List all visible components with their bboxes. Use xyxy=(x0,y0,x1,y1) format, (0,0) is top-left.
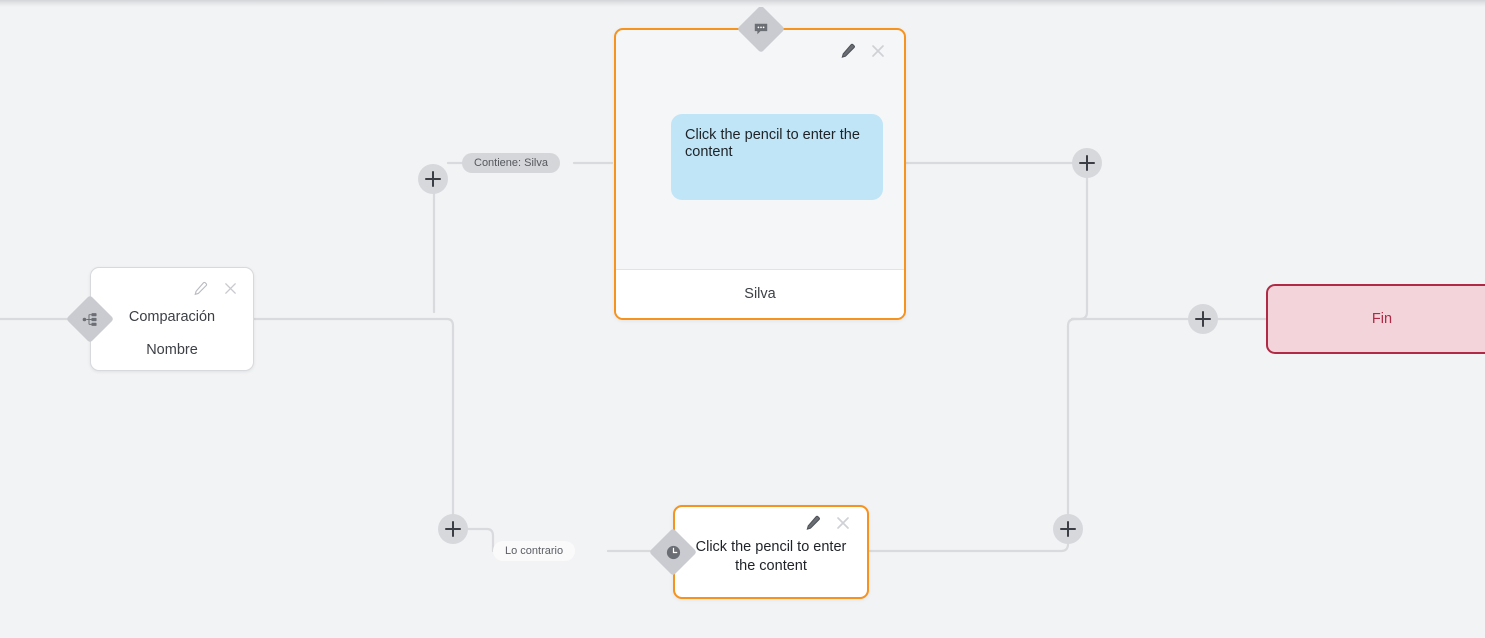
node-message-footer: Silva xyxy=(616,269,904,318)
node-comparison-title-line2: Nombre xyxy=(146,342,198,358)
edge-label-otherwise[interactable]: Lo contrario xyxy=(493,541,576,561)
node-message-tools[interactable] xyxy=(840,43,886,59)
edge-branch-down xyxy=(422,317,455,516)
chat-bubble-icon xyxy=(751,19,771,39)
sitemap-icon xyxy=(80,309,100,329)
node-message-handle[interactable] xyxy=(736,4,786,54)
add-node-before-end[interactable] xyxy=(1188,304,1218,334)
node-comparison[interactable]: Comparación Nombre xyxy=(90,267,254,371)
edge-plus-up-merge xyxy=(1066,317,1077,516)
node-delay-text: Click the pencil to enter the content xyxy=(695,539,847,574)
pencil-icon[interactable] xyxy=(840,43,856,59)
message-bubble[interactable]: Click the pencil to enter the content xyxy=(671,114,883,200)
node-comparison-tools[interactable] xyxy=(192,280,238,296)
pencil-icon[interactable] xyxy=(192,280,208,296)
node-delay[interactable]: Click the pencil to enter the content xyxy=(673,505,869,599)
add-node-bottom-right[interactable] xyxy=(1053,514,1083,544)
add-node-top-left[interactable] xyxy=(418,164,448,194)
close-icon[interactable] xyxy=(835,515,851,531)
node-delay-tools[interactable] xyxy=(805,515,851,531)
node-message-footer-label: Silva xyxy=(744,286,776,302)
close-icon[interactable] xyxy=(870,43,886,59)
pencil-icon[interactable] xyxy=(805,515,821,531)
edge-label-contains-text: Contiene: Silva xyxy=(474,157,548,169)
edge-plus-down-merge xyxy=(1070,176,1089,321)
edge-label-contains[interactable]: Contiene: Silva xyxy=(462,153,560,173)
node-message[interactable]: Click the pencil to enter the content Si… xyxy=(614,28,906,320)
node-end-label: Fin xyxy=(1371,311,1393,327)
add-node-top-right[interactable] xyxy=(1072,148,1102,178)
edge-label-otherwise-text: Lo contrario xyxy=(505,545,564,557)
toolbar-shadow xyxy=(0,0,1485,7)
node-delay-handle[interactable] xyxy=(648,527,698,577)
node-comparison-title-line1: Comparación xyxy=(128,309,216,325)
message-bubble-text: Click the pencil to enter the content xyxy=(685,127,860,160)
clock-icon xyxy=(663,542,683,562)
edge-bottom-to-label xyxy=(466,527,495,553)
edge-delay-to-plus xyxy=(868,542,1070,553)
close-icon[interactable] xyxy=(222,280,238,296)
node-end[interactable]: Fin xyxy=(1266,284,1485,354)
node-comparison-handle[interactable] xyxy=(65,294,115,344)
add-node-bottom-left[interactable] xyxy=(438,514,468,544)
